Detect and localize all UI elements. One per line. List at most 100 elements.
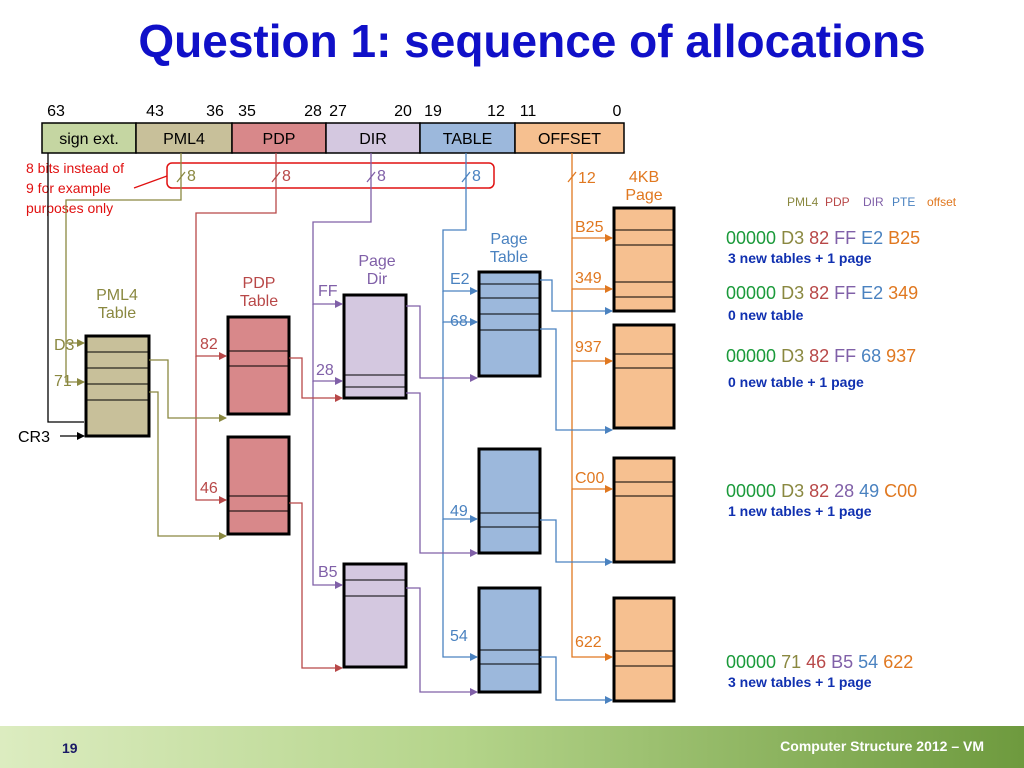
bit-width-label: 8: [472, 168, 481, 185]
field-table: [419, 122, 516, 154]
bit-position-label: 43: [146, 103, 164, 120]
note-text: 8 bits instead of: [26, 160, 124, 176]
table-heading-page: Page: [625, 187, 662, 204]
slide-title: Question 1: sequence of allocations: [138, 15, 926, 67]
table-heading-pdp: PDP: [243, 275, 276, 292]
dir-entry-pointer: [406, 305, 478, 382]
entry-label-dir: B5: [318, 564, 338, 581]
page-table-2: [477, 447, 542, 555]
address-part: FF: [829, 346, 856, 366]
sign-guide: [47, 153, 84, 423]
entry-label-pdp: 82: [200, 336, 218, 353]
pt-entry-pointer: [540, 279, 613, 315]
address-part: D3: [776, 283, 804, 303]
legend-label: offset: [927, 195, 957, 209]
legend-label: PTE: [892, 195, 915, 209]
address-part: 71: [776, 652, 801, 672]
pml4-index-branch: [65, 343, 85, 386]
entry-label-page: 937: [575, 339, 602, 356]
address-part: 28: [829, 481, 854, 501]
note-text: 9 for example: [26, 180, 111, 196]
page-3: [612, 456, 676, 564]
table-heading-pml4: PML4: [96, 287, 138, 304]
entry-label-pml4: D3: [54, 337, 75, 354]
pml4-table: [84, 334, 151, 438]
pt-entry-pointer-2: [540, 328, 613, 434]
note-bracket: [166, 162, 495, 189]
legend-label: DIR: [863, 195, 884, 209]
field-offset: [514, 122, 625, 154]
entry-label-dir: 28: [316, 362, 334, 379]
bit-width-label: 12: [578, 170, 596, 187]
cr3-label: CR3: [18, 429, 50, 446]
offset-branch-4: [571, 489, 613, 661]
address-part: 00000: [726, 481, 776, 501]
note-pointer: [133, 175, 168, 189]
table-heading-pt: Page: [490, 231, 527, 248]
address-part: 00000: [726, 652, 776, 672]
table-heading-dir: Page: [358, 253, 395, 270]
bit-position-label: 63: [47, 103, 65, 120]
pdp-index-branch: [195, 356, 227, 504]
legend-label: PDP: [825, 195, 850, 209]
address-part: FF: [829, 283, 856, 303]
table-heading-dir: Dir: [367, 271, 388, 288]
address-part: FF: [829, 228, 856, 248]
address-part: B25: [883, 228, 920, 248]
pdp-index-line: [195, 153, 277, 360]
address-part: 00000: [726, 283, 776, 303]
address-desc: 3 new tables + 1 page: [728, 250, 872, 266]
field-label: TABLE: [443, 131, 493, 148]
address-example: 00000 D3 82 FF 68 937: [726, 346, 916, 366]
address-example: 00000 71 46 B5 54 622: [726, 652, 913, 672]
page-4: [612, 596, 676, 703]
entry-label-pt: 49: [450, 503, 468, 520]
bit-position-label: 35: [238, 103, 256, 120]
entry-label-page: 349: [575, 270, 602, 287]
address-part: D3: [776, 228, 804, 248]
address-part: 68: [856, 346, 881, 366]
bit-width-label: 8: [377, 168, 386, 185]
footer-bar: [0, 726, 1024, 768]
field-pdp: [231, 122, 327, 154]
entry-label-dir: FF: [318, 283, 338, 300]
bit-position-label: 19: [424, 103, 442, 120]
page-1: [612, 206, 676, 313]
field-label: OFFSET: [538, 131, 601, 148]
address-part: 349: [883, 283, 918, 303]
bit-position-label: 36: [206, 103, 224, 120]
address-example: 00000 D3 82 FF E2 B25: [726, 228, 920, 248]
address-part: E2: [856, 228, 883, 248]
bit-position-label: 20: [394, 103, 412, 120]
field-signext: [41, 122, 137, 154]
field-label: sign ext.: [59, 131, 119, 148]
address-part: D3: [776, 481, 804, 501]
field-label: PML4: [163, 131, 205, 148]
entry-label-page: B25: [575, 219, 604, 236]
table-heading-pt: Table: [490, 249, 528, 266]
address-desc: 0 new table + 1 page: [728, 374, 864, 390]
address-part: D3: [776, 346, 804, 366]
address-part: B5: [826, 652, 853, 672]
address-part: C00: [879, 481, 917, 501]
address-desc: 3 new tables + 1 page: [728, 674, 872, 690]
field-pml4: [135, 122, 233, 154]
address-example: 00000 D3 82 28 49 C00: [726, 481, 917, 501]
address-part: 49: [854, 481, 879, 501]
page-number: 19: [62, 740, 78, 756]
address-part: 00000: [726, 346, 776, 366]
field-label: DIR: [359, 131, 387, 148]
table-heading-pdp: Table: [240, 293, 278, 310]
page-dir-1: [342, 293, 408, 400]
table-heading-pml4: Table: [98, 305, 136, 322]
footer-text: Computer Structure 2012 – VM: [780, 738, 984, 754]
pdp-entry-pointer: [289, 357, 343, 402]
dir-index-branch-2: [312, 381, 343, 589]
pdp-table-2: [226, 435, 291, 536]
pt-entry-pointer-4: [540, 656, 613, 704]
address-part: 46: [801, 652, 826, 672]
entry-label-pt: 54: [450, 628, 468, 645]
address-desc: 1 new tables + 1 page: [728, 503, 872, 519]
dir-entry-pointer-2: [406, 392, 478, 557]
